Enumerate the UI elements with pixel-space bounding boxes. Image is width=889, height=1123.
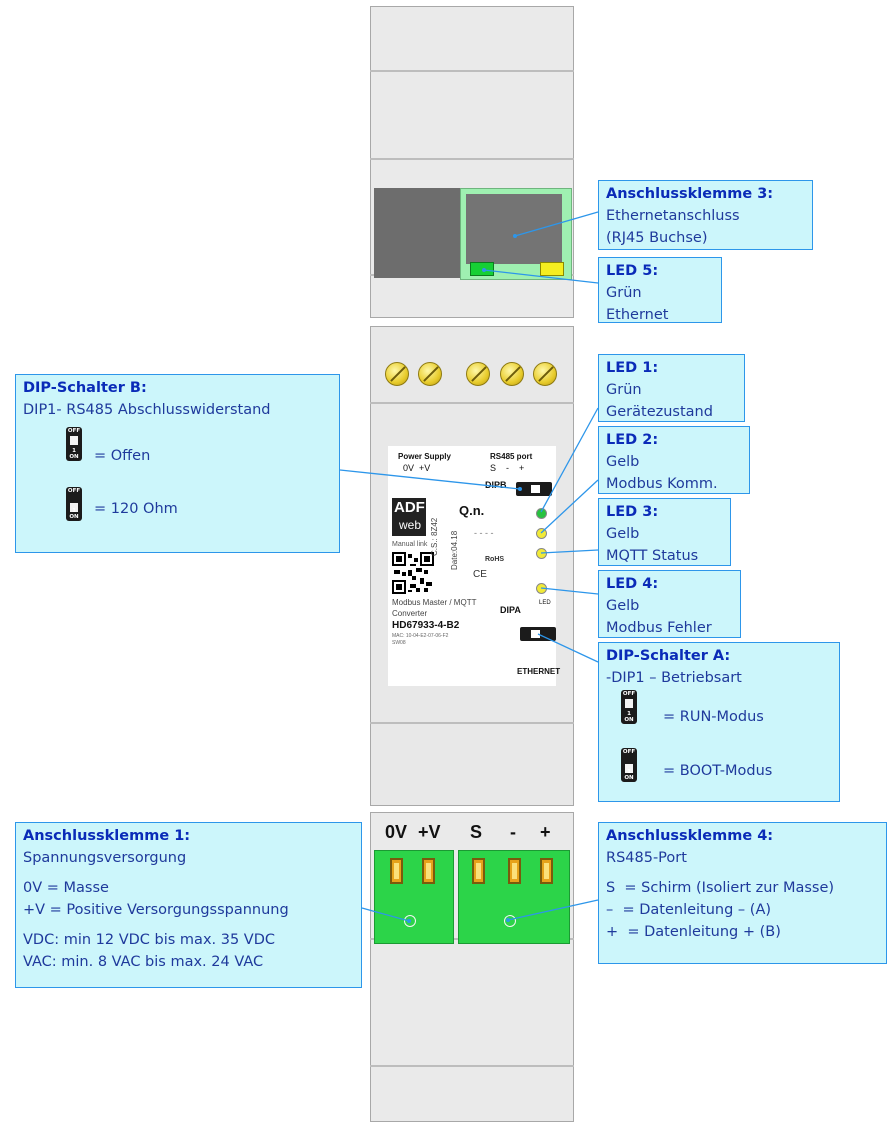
qn-dashes: - - - -	[474, 528, 494, 538]
terminal-s	[472, 858, 485, 884]
terminal-0v	[390, 858, 403, 884]
callout-dipa-title: DIP-Schalter A:	[606, 648, 731, 664]
power-pins-label: 0V +V	[403, 463, 431, 473]
ce-label: CE	[473, 569, 487, 580]
terminal-label-minus: -	[510, 822, 516, 842]
led-1	[536, 508, 547, 519]
callout-led1-title: LED 1:	[606, 360, 659, 376]
qn-label: Q.n.	[459, 503, 485, 518]
product-desc-label: Modbus Master / MQTT	[392, 598, 477, 607]
line-led3	[540, 549, 599, 554]
dipb-knob	[531, 485, 540, 493]
rj45-led-green	[470, 262, 494, 276]
rj45-led-yellow	[540, 262, 564, 276]
screw-s	[466, 362, 490, 386]
callout-led3-title: LED 3:	[606, 504, 659, 520]
line-terminal3	[514, 211, 599, 237]
qr-code	[392, 552, 434, 594]
dip-switch-a-boot-icon: OFF 1 ON	[621, 748, 637, 782]
terminal-screw-hole-rs485	[504, 915, 516, 927]
screw-plus-v	[418, 362, 442, 386]
dipb-offen-label: = Offen	[94, 448, 151, 464]
dip-switch-a-run-icon: OFF 1 ON	[621, 690, 637, 724]
callout-terminal1-title: Anschlussklemme 1:	[23, 828, 191, 844]
line-led2	[540, 479, 599, 534]
terminal-plus-v	[422, 858, 435, 884]
callout-led4-title: LED 4:	[606, 576, 659, 592]
dipa-boot-label: = BOOT-Modus	[663, 763, 773, 779]
line-terminal4	[507, 899, 599, 921]
callout-led4: LED 4: Gelb Modbus Fehler	[598, 570, 741, 638]
top-housing-ridge-2	[370, 158, 574, 160]
model-label: HD67933-4-B2	[392, 620, 460, 631]
dipa-label: DIPA	[500, 605, 521, 615]
bottom-housing-ridge-2	[370, 1065, 574, 1067]
led-2	[536, 528, 547, 539]
adfweb-logo: ADF web	[392, 498, 426, 536]
callout-led2: LED 2: Gelb Modbus Komm.	[598, 426, 750, 494]
callout-led5-title: LED 5:	[606, 263, 659, 279]
main-housing-top-ridge	[370, 402, 574, 404]
manual-link-label: Manual link	[392, 541, 428, 548]
mac-label: MAC: 10-04-E2-07-06-F2	[392, 633, 449, 639]
callout-terminal4-title: Anschlussklemme 4:	[606, 828, 774, 844]
terminal-screw-hole-power	[404, 915, 416, 927]
callout-dipb: DIP-Schalter B: DIP1- RS485 Abschlusswid…	[15, 374, 340, 553]
led-column-label: LED	[539, 600, 551, 606]
terminal-label-plus: +	[540, 822, 551, 842]
terminal-block-power	[374, 850, 454, 944]
callout-terminal4: Anschlussklemme 4: RS485-Port S = Schirm…	[598, 822, 887, 964]
dipa-run-label: = RUN-Modus	[663, 709, 764, 725]
rohs-label: RoHS	[485, 556, 505, 563]
screw-minus	[500, 362, 524, 386]
callout-terminal3-title: Anschlussklemme 3:	[606, 186, 774, 202]
dip-switch-b-120ohm-icon: OFF 1 ON	[66, 487, 82, 521]
callout-led2-title: LED 2:	[606, 432, 659, 448]
dipb-switch[interactable]	[516, 482, 552, 496]
screw-plus	[533, 362, 557, 386]
line-led4	[540, 587, 599, 595]
converter-label: Converter	[392, 609, 428, 618]
line-led1	[540, 407, 599, 513]
terminal-label-0v: 0V	[385, 822, 408, 842]
dipb-label: DIPB	[485, 480, 507, 490]
terminal-minus	[508, 858, 521, 884]
callout-led5: LED 5: Grün Ethernet	[598, 257, 722, 323]
rs485-port-label: RS485 port	[490, 452, 533, 461]
callout-led1: LED 1: Grün Gerätezustand	[598, 354, 745, 422]
rj45-socket	[466, 194, 562, 264]
rs485-pins-label: S - +	[490, 463, 525, 473]
top-housing-ridge-1	[370, 70, 574, 72]
dipa-knob	[531, 630, 540, 638]
power-supply-label: Power Supply	[398, 452, 451, 461]
screw-0v	[385, 362, 409, 386]
line-dipa	[537, 633, 599, 663]
terminal-plus	[540, 858, 553, 884]
line-terminal1	[361, 907, 410, 922]
terminal-label-plus-v: +V	[418, 822, 441, 842]
line-dipb	[339, 469, 521, 490]
line-led5	[483, 269, 599, 284]
main-housing-bottom-ridge	[370, 722, 574, 724]
callout-terminal1: Anschlussklemme 1: Spannungsversorgung 0…	[15, 822, 362, 988]
terminal-label-s: S	[470, 822, 483, 842]
callout-terminal3: Anschlussklemme 3: Ethernetanschluss (RJ…	[598, 180, 813, 250]
callout-dipa: DIP-Schalter A: -DIP1 – Betriebsart OFF …	[598, 642, 840, 802]
callout-dipb-title: DIP-Schalter B:	[23, 380, 147, 396]
sw-label: SW08	[392, 640, 406, 646]
ethernet-label: ETHERNET	[517, 667, 561, 676]
dip-switch-b-offen-icon: OFF 1 ON	[66, 427, 82, 461]
dark-block	[374, 188, 460, 278]
dipb-120ohm-label: = 120 Ohm	[94, 501, 178, 517]
callout-led3: LED 3: Gelb MQTT Status	[598, 498, 731, 566]
